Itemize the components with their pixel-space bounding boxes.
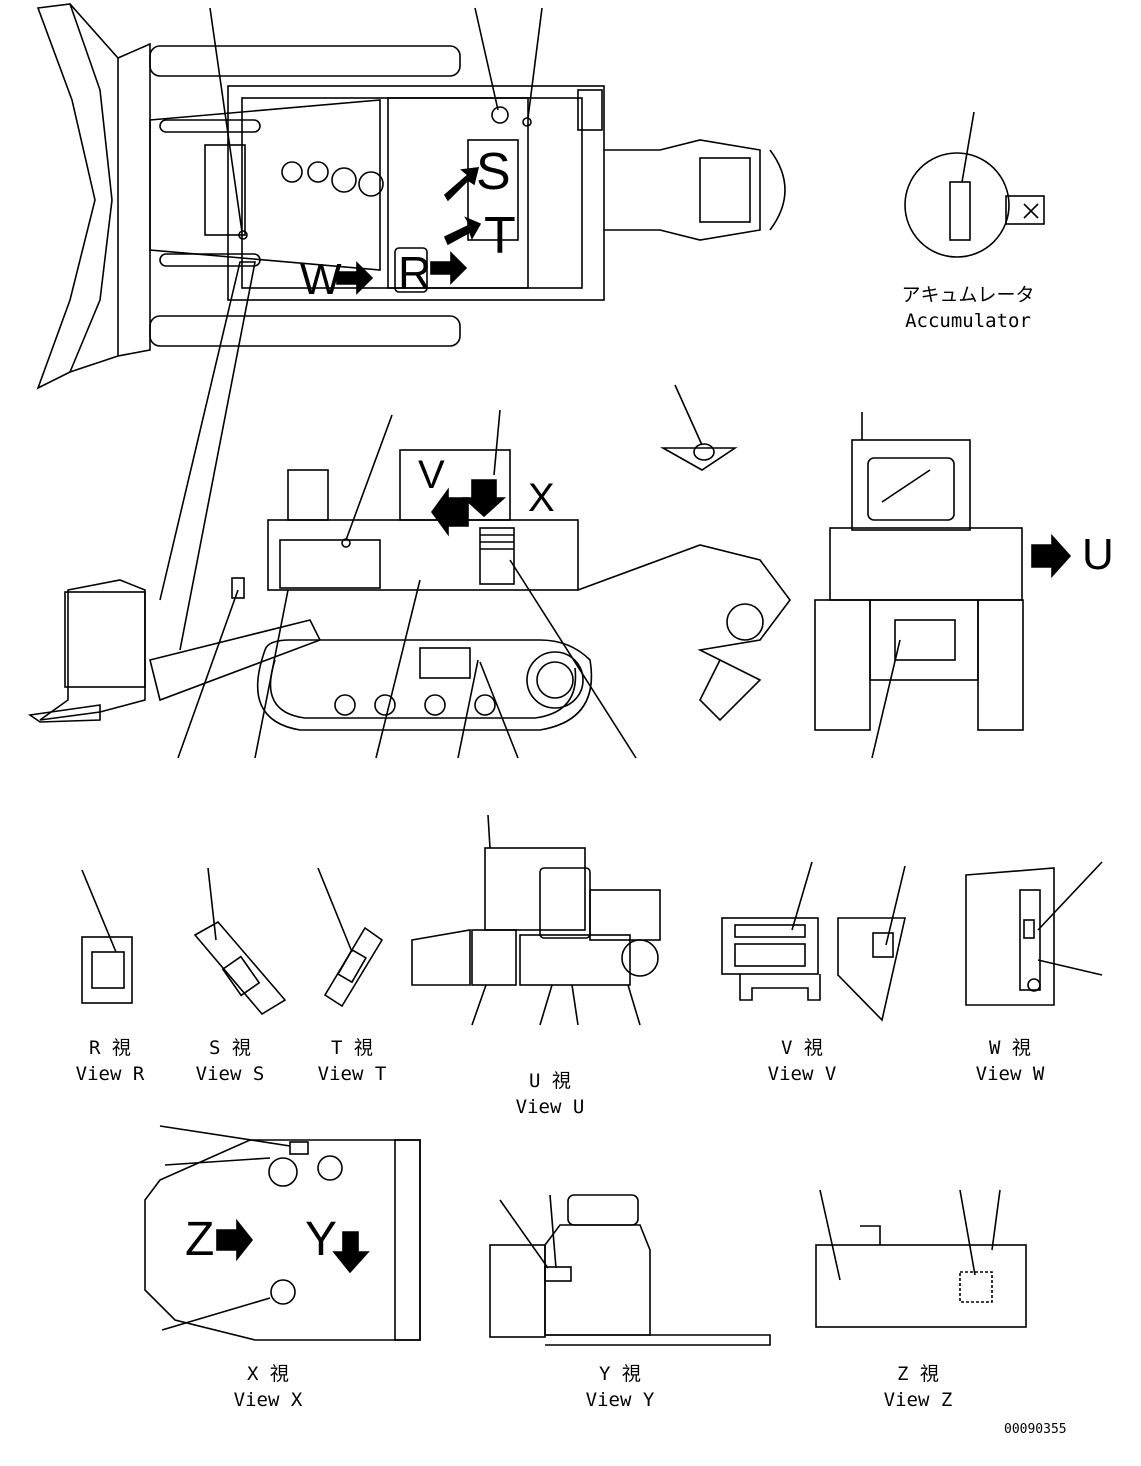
- view-r-caption-en: View R: [75, 1063, 145, 1085]
- letter-v: V: [418, 453, 445, 497]
- view-z-caption-jp: Z 視: [897, 1363, 939, 1385]
- letter-r: R: [398, 247, 432, 299]
- view-y-caption-en: View Y: [585, 1389, 655, 1411]
- letter-t: T: [484, 207, 516, 265]
- view-t-caption-en: View T: [317, 1063, 387, 1085]
- view-y-detail: [489, 1194, 771, 1346]
- view-s-caption-jp: S 視: [209, 1037, 251, 1059]
- letter-w: W: [300, 255, 342, 304]
- view-u-caption-en: View U: [515, 1096, 585, 1118]
- leader-lines-side: [177, 384, 703, 759]
- leader-lines-top: [209, 7, 543, 233]
- view-y-caption-jp: Y 視: [599, 1363, 641, 1385]
- letter-x: X: [528, 476, 555, 520]
- top-view-dozer: [36, 3, 786, 390]
- view-v-detail: [721, 861, 907, 1022]
- view-v-caption-en: View V: [767, 1063, 837, 1085]
- decal-triangle: [659, 443, 738, 471]
- view-u-detail: [411, 814, 661, 1026]
- view-x-caption-en: View X: [233, 1389, 303, 1411]
- view-t-caption-jp: T 視: [331, 1037, 373, 1059]
- view-w-detail: [965, 861, 1103, 1006]
- view-x-detail: [144, 1125, 421, 1341]
- view-u-caption-jp: U 視: [529, 1070, 571, 1092]
- rear-view-dozer: [814, 412, 1072, 759]
- view-r-detail: [81, 869, 133, 1004]
- view-w-caption-jp: W 視: [989, 1037, 1031, 1059]
- view-x-caption-jp: X 視: [247, 1363, 289, 1385]
- accumulator-label-jp: アキュムレータ: [901, 284, 1035, 306]
- letter-z: Z: [185, 1213, 215, 1266]
- letter-u: U: [1082, 530, 1114, 579]
- accumulator-detail: [904, 111, 1045, 258]
- drawing-number: 00090355: [1004, 1422, 1067, 1437]
- letter-s: S: [476, 143, 511, 201]
- view-v-caption-jp: V 視: [781, 1037, 823, 1059]
- letter-y: Y: [305, 1213, 338, 1266]
- view-s-detail: [193, 867, 287, 1016]
- view-r-caption-jp: R 視: [89, 1037, 131, 1059]
- view-z-caption-en: View Z: [883, 1389, 953, 1411]
- view-t-detail: [317, 867, 384, 1008]
- accumulator-label-en: Accumulator: [905, 310, 1031, 332]
- side-view-dozer: [27, 261, 791, 731]
- view-s-caption-en: View S: [195, 1063, 265, 1085]
- view-w-caption-en: View W: [975, 1063, 1045, 1085]
- view-z-detail: [815, 1189, 1027, 1328]
